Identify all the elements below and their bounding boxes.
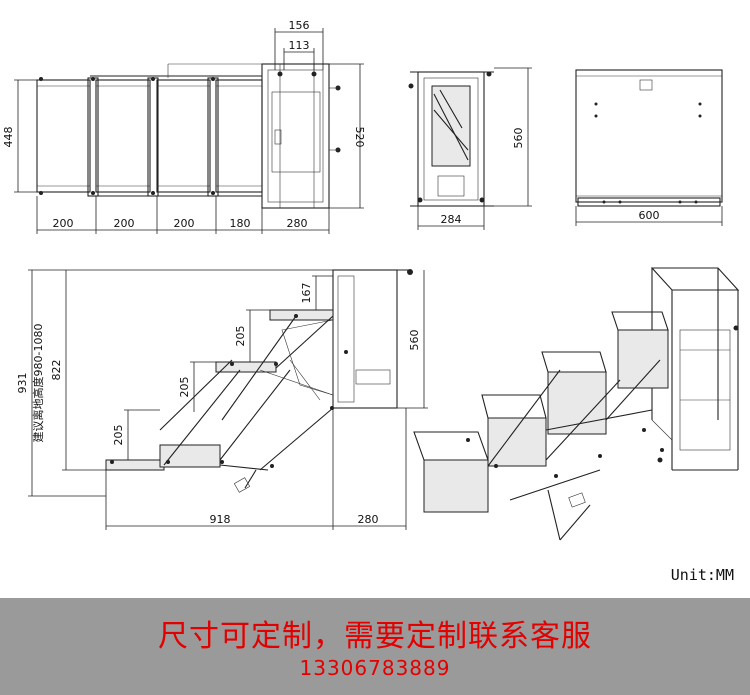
- dim-inner-height: 822: [50, 360, 63, 381]
- isometric-view: [413, 267, 740, 541]
- front-view: 600: [575, 69, 723, 226]
- step-panel: [95, 79, 151, 193]
- dim-mount-width: 280: [358, 513, 379, 526]
- dim-top-step: 167: [300, 283, 313, 304]
- dim-segment: 200: [53, 217, 74, 230]
- step: [215, 361, 277, 373]
- dim-segment: 180: [230, 217, 251, 230]
- step: [611, 311, 669, 389]
- contact-phone: 13306783889: [299, 656, 451, 680]
- dim-top-inner: 113: [289, 39, 310, 52]
- step: [105, 459, 165, 471]
- dim-top-outer: 156: [289, 19, 310, 32]
- step: [481, 394, 547, 467]
- dim-right-height: 520: [353, 127, 366, 148]
- dim-overall-height: 448: [2, 127, 15, 148]
- unit-label: Unit:MM: [671, 566, 734, 584]
- step-panel: [156, 79, 211, 193]
- top-view: 448 156 113 520 200 200 200 180 280: [2, 19, 366, 234]
- dim-step-rise: 205: [178, 377, 191, 398]
- dim-step-rise: 205: [234, 326, 247, 347]
- step-panel: [36, 79, 91, 193]
- dim-segment: 200: [114, 217, 135, 230]
- dim-unit-height: 560: [408, 330, 421, 351]
- footer-banner: 尺寸可定制，需要定制联系客服 13306783889: [0, 598, 750, 695]
- step: [269, 309, 334, 321]
- dim-depth: 918: [210, 513, 231, 526]
- step: [541, 351, 607, 435]
- step: [413, 431, 489, 513]
- mount-housing: [261, 63, 341, 209]
- dim-total-height: 931: [16, 373, 29, 394]
- step-panel: [215, 79, 263, 193]
- dim-front-width: 600: [639, 209, 660, 222]
- side-view: 560 284: [408, 67, 532, 230]
- elevation-view: 167 205 205 205 931 建议离地高度980-1080 822 9…: [16, 269, 428, 530]
- dim-side-height: 560: [512, 128, 525, 149]
- dim-side-width: 284: [441, 213, 462, 226]
- custom-size-notice: 尺寸可定制，需要定制联系客服: [158, 619, 592, 654]
- recommended-height-note: 建议离地高度980-1080: [31, 324, 45, 443]
- dim-step-rise: 205: [112, 425, 125, 446]
- dim-segment: 280: [287, 217, 308, 230]
- dim-segment: 200: [174, 217, 195, 230]
- technical-drawing: 448 156 113 520 200 200 200 180 280: [2, 19, 740, 584]
